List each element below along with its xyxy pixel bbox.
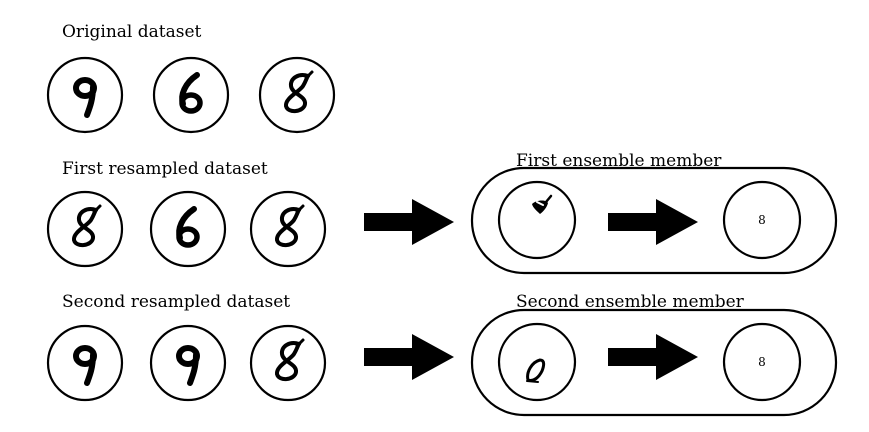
member-input-circle [497,180,577,260]
label-first-resampled-dataset: First resampled dataset [62,159,268,179]
second-ensemble-member: Second ensemble member 8 [470,292,838,417]
member-output-value: 8 [758,213,766,227]
digit-sample-6 [152,56,230,134]
ensemble-member-capsule [470,166,838,275]
label-second-ensemble-member: Second ensemble member [516,292,745,312]
original-row [46,56,336,134]
first-resampled-row [46,190,327,268]
train-arrow [364,199,454,245]
digit-sample-8 [46,190,124,268]
digit-sample-8 [249,324,327,402]
label-original-dataset: Original dataset [62,22,202,42]
predict-arrow [608,199,698,245]
train-arrow [364,334,454,380]
label-first-ensemble-member: First ensemble member [516,151,722,171]
second-resampled-row [46,324,327,402]
digit-sample-8 [249,190,327,268]
member-output-circle [722,322,802,402]
first-ensemble-member: First ensemble member 8 [470,151,838,275]
predict-arrow [608,334,698,380]
digit-sample-8 [258,56,336,134]
member-output-circle [722,180,802,260]
digit-sample-9 [149,324,227,402]
digit-sample-6 [149,190,227,268]
digit-sample-9 [46,324,124,402]
digit-sample-9 [46,56,124,134]
member-output-value: 8 [758,355,766,369]
label-second-resampled-dataset: Second resampled dataset [62,292,290,312]
ensemble-member-capsule [470,308,838,417]
